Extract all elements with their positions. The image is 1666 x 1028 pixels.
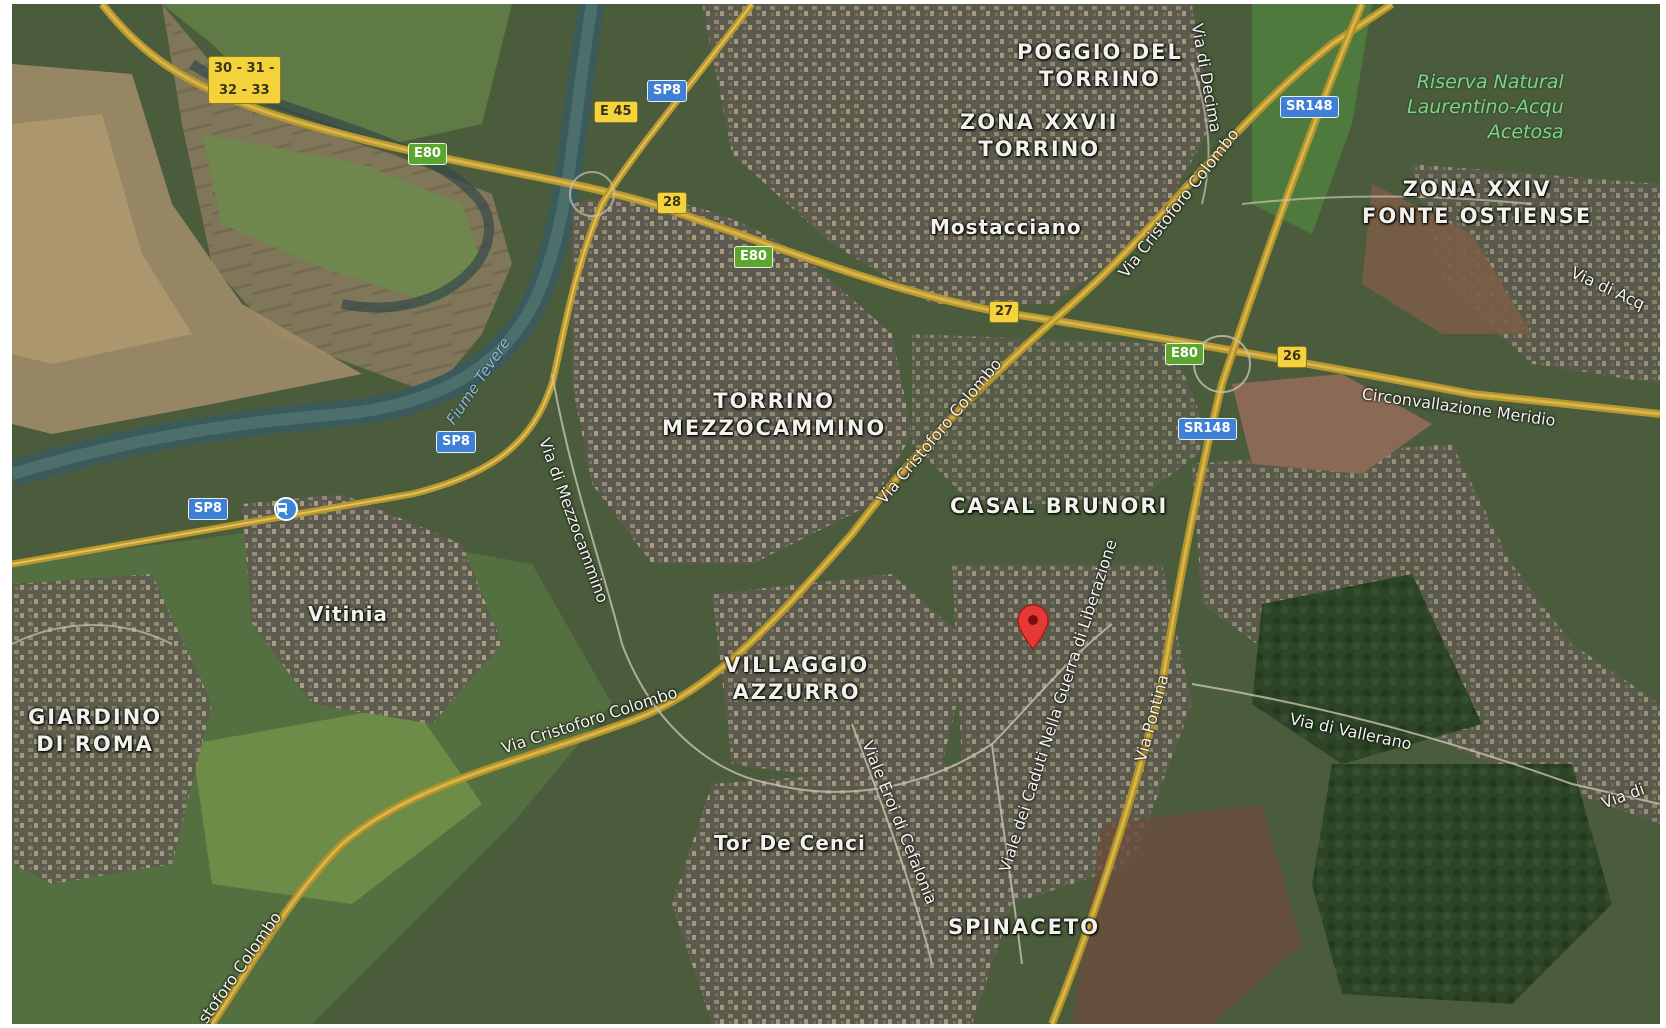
place-label-villaggio-azzurro: VILLAGGIO AZZURRO	[724, 653, 870, 704]
route-shield-e80-3: E80	[1165, 343, 1204, 365]
route-shield-exit-30-33: 30 - 31 - 32 - 33	[208, 56, 281, 104]
place-label-zona-xxiv-fonte-ostiense: ZONA XXIV FONTE OSTIENSE	[1362, 177, 1593, 228]
route-shield-sp8-top: SP8	[647, 80, 687, 102]
satellite-map[interactable]: POGGIO DEL TORRINO ZONA XXVII TORRINO Mo…	[12, 4, 1660, 1024]
place-label-spinaceto: SPINACETO	[948, 915, 1101, 939]
place-label-tor-de-cenci: Tor De Cenci	[714, 831, 866, 855]
route-shield-sp8-mid: SP8	[436, 431, 476, 453]
route-shield-e80-1: E80	[408, 143, 447, 165]
reserve-label: Riserva Natural Laurentino-Acqu Acetosa	[1407, 71, 1564, 143]
route-shield-exit-26: 26	[1277, 346, 1308, 368]
place-label-poggio-del-torrino: POGGIO DEL TORRINO	[1017, 40, 1183, 91]
place-label-mostacciano: Mostacciano	[930, 215, 1082, 239]
route-shield-sr148-top: SR148	[1280, 96, 1339, 118]
place-label-torrino-mezzocammino: TORRINO MEZZOCAMMINO	[662, 389, 887, 440]
place-label-vitinia: Vitinia	[308, 602, 388, 626]
route-shield-e80-2: E80	[734, 246, 773, 268]
route-shield-e45: E 45	[594, 101, 638, 123]
map-pin-icon[interactable]	[1017, 604, 1049, 650]
route-shield-sr148-mid: SR148	[1178, 418, 1237, 440]
map-terrain	[12, 4, 1660, 1024]
place-label-giardino-di-roma: GIARDINO DI ROMA	[28, 705, 163, 756]
place-label-casal-brunori: CASAL BRUNORI	[950, 494, 1169, 518]
place-label-zona-xxvii-torrino: ZONA XXVII TORRINO	[960, 110, 1119, 161]
train-station-icon[interactable]	[274, 497, 298, 521]
route-shield-exit-28: 28	[657, 192, 688, 214]
route-shield-sp8-low: SP8	[188, 498, 228, 520]
route-shield-exit-27: 27	[989, 301, 1020, 323]
